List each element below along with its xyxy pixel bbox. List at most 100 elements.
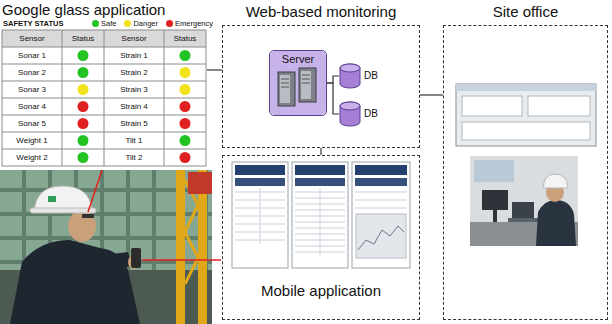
cylinder-outline — [339, 101, 361, 127]
crane-brace — [185, 180, 198, 284]
label-slot: Strain 4 — [104, 98, 164, 115]
legend-text: Danger — [133, 20, 158, 28]
legend-swatch — [124, 20, 131, 27]
monitor-stand — [493, 210, 497, 222]
node-label: Site office — [444, 3, 607, 21]
status-dot — [180, 118, 191, 129]
label-slot: Strain 3 — [104, 81, 164, 98]
app-bar — [295, 178, 345, 186]
connector-line — [327, 83, 339, 114]
cylinder-top — [340, 102, 360, 110]
crane-frame — [176, 170, 185, 324]
status-caption: SAFETY STATUS — [3, 20, 63, 28]
app-bar — [355, 178, 407, 186]
node-label: DB — [364, 63, 386, 89]
label-slot: Status — [62, 30, 104, 47]
label-slot: Weight 1 — [2, 132, 62, 149]
table-cell: Tilt 2 — [125, 154, 142, 162]
label-slot: Strain 2 — [104, 64, 164, 81]
legend-item: Danger — [124, 20, 158, 28]
laptop-base — [508, 218, 538, 222]
app-header — [355, 165, 407, 175]
table-cell: Weight 2 — [16, 154, 47, 162]
window-titlebar — [456, 84, 596, 91]
table-cell: Strain 4 — [120, 103, 148, 111]
office-laptop — [512, 202, 534, 218]
label-slot: Strain 1 — [104, 47, 164, 64]
node-label: DB — [364, 101, 386, 127]
helmet — [543, 174, 568, 188]
server-fill — [270, 51, 326, 115]
worker-photo — [0, 170, 221, 324]
worker-arm — [96, 252, 132, 272]
connector-line — [207, 69, 222, 70]
office-worker — [536, 200, 576, 246]
table-cell: Sonar 5 — [18, 120, 46, 128]
table-cell: Sonar 4 — [18, 103, 46, 111]
phone-screen — [292, 162, 348, 268]
node-label: Server — [270, 53, 326, 66]
label-slot: Weight 2 — [2, 149, 62, 166]
dashed-group-box: Mobile application — [222, 155, 420, 320]
status-dot — [180, 101, 191, 112]
node-label: Mobile application — [223, 282, 419, 300]
server-tower — [299, 68, 316, 102]
window-panel — [462, 122, 590, 140]
legend-item: Emergency — [166, 20, 213, 28]
status-dot — [180, 67, 191, 78]
status-dot — [78, 67, 89, 78]
worker-face — [68, 210, 96, 242]
database-cylinder: DB — [339, 101, 386, 127]
server-box: Server — [269, 50, 327, 116]
status-dot — [78, 101, 89, 112]
leader-line — [142, 259, 221, 261]
label-slot: Sonar 2 — [2, 64, 62, 81]
phone-screens — [232, 162, 410, 268]
server-front — [280, 75, 290, 103]
photo-ground — [0, 170, 212, 324]
dashed-group-box: Site office — [443, 25, 608, 320]
office-window — [474, 160, 514, 182]
window-panel — [528, 96, 590, 116]
status-dot — [78, 84, 89, 95]
app-rows — [355, 192, 407, 208]
table-cell: Sonar 2 — [18, 69, 46, 77]
status-dot — [78, 135, 89, 146]
table-border — [2, 30, 206, 166]
server-slot — [302, 75, 310, 83]
label-slot: Sensor — [104, 30, 164, 47]
table-header-cell: Sensor — [121, 35, 146, 43]
worker-body — [10, 240, 140, 324]
node-label: Web-based monitoring — [223, 3, 419, 21]
table-header-cell: Status — [174, 35, 197, 43]
app-rows — [295, 188, 345, 256]
table-cell: Strain 5 — [120, 120, 148, 128]
table-cell: Sonar 3 — [18, 86, 46, 94]
connector-line — [320, 148, 321, 155]
label-slot: Tilt 1 — [104, 132, 164, 149]
cylinder-outline — [339, 63, 361, 89]
connector-line — [327, 76, 339, 83]
label-slot: Strain 5 — [104, 115, 164, 132]
window-panel — [462, 96, 522, 116]
label-slot: Tilt 2 — [104, 149, 164, 166]
label-slot: SAFETY STATUS — [3, 19, 89, 28]
status-dot — [78, 118, 89, 129]
label-slot: Sonar 1 — [2, 47, 62, 64]
server-icon — [270, 51, 326, 115]
label-slot: Status — [164, 30, 206, 47]
app-header — [295, 165, 345, 175]
site-office-picture — [456, 84, 596, 246]
label-slot: Sonar 3 — [2, 81, 62, 98]
legend-swatch — [166, 20, 173, 27]
phone-screen — [232, 162, 288, 268]
app-rows — [235, 188, 285, 244]
node-label: Google glass application — [2, 1, 209, 19]
label-slot: Sonar 4 — [2, 98, 62, 115]
office-monitor — [482, 190, 508, 210]
status-dot — [180, 135, 191, 146]
smart-glasses — [82, 214, 94, 218]
table-cell: Strain 1 — [120, 52, 148, 60]
legend-item: Safe — [92, 20, 116, 28]
